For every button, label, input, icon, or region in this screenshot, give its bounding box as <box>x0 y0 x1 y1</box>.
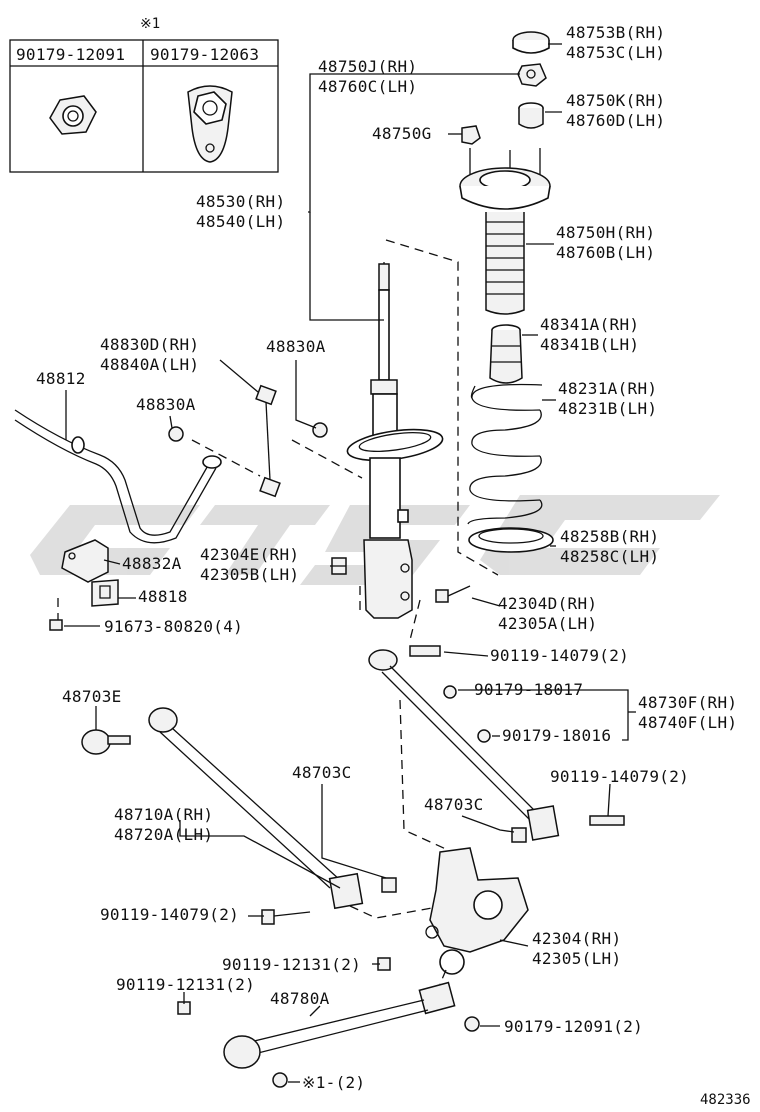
label-90179-18017: 90179-18017 <box>474 680 583 699</box>
lateral-arm-icon <box>368 645 560 841</box>
nut-icon <box>461 125 481 145</box>
assembly-dash-lines <box>191 239 499 985</box>
label-90179-18016: 90179-18016 <box>502 726 611 745</box>
bolt-icon <box>435 585 471 603</box>
label-ref1: ※1-(2) <box>302 1073 365 1092</box>
label-42304d-lh: 42305A(LH) <box>498 614 597 633</box>
label-48753-rh: 48753B(RH) <box>566 23 665 42</box>
label-90119-b: 90119-14079(2) <box>550 767 689 786</box>
label-91673: 91673-80820(4) <box>104 617 243 636</box>
stabilizer-bracket-icon <box>61 539 109 583</box>
label-48812: 48812 <box>36 369 86 388</box>
label-48530-lh: 48540(LH) <box>196 212 285 231</box>
label-48750k-lh: 48760D(LH) <box>566 111 665 130</box>
label-42304e-rh: 42304E(RH) <box>200 545 299 564</box>
coil-spring-icon <box>467 383 543 525</box>
legend-col1: 90179-12091 <box>16 45 125 64</box>
lower-arm-icon <box>177 957 480 1088</box>
label-48750h-lh: 48760B(LH) <box>556 243 655 262</box>
hex-nut-icon <box>49 95 97 135</box>
label-90119-12131-a: 90119-12131(2) <box>222 955 361 974</box>
label-90119-c: 90119-14079(2) <box>100 905 239 924</box>
label-90179-12091: 90179-12091(2) <box>504 1017 643 1036</box>
bump-stop-icon <box>489 324 523 384</box>
label-42304d-rh: 42304D(RH) <box>498 594 597 613</box>
label-48780a: 48780A <box>270 989 330 1008</box>
label-48530-rh: 48530(RH) <box>196 192 285 211</box>
label-48730f-rh: 48730F(RH) <box>638 693 737 712</box>
label-48750j-rh: 48750J(RH) <box>318 57 417 76</box>
stabilizer-link-icon <box>168 384 328 498</box>
label-48750g: 48750G <box>372 124 432 143</box>
label-48830a-left: 48830A <box>136 395 196 414</box>
stabilizer-bar-icon <box>14 409 222 544</box>
bolt-icon <box>49 592 63 631</box>
strut-mount-icon <box>459 148 551 315</box>
spring-seat-icon <box>468 527 554 553</box>
label-48818: 48818 <box>138 587 188 606</box>
label-48730f-lh: 48740F(LH) <box>638 713 737 732</box>
bushing-icon <box>81 729 131 755</box>
shock-absorber-icon <box>346 262 444 619</box>
stabilizer-bushing-icon <box>91 579 119 607</box>
label-48710a-rh: 48710A(RH) <box>114 805 213 824</box>
bolt-icon <box>261 815 625 925</box>
label-48703e: 48703E <box>62 687 122 706</box>
label-48703c-top: 48703C <box>292 763 352 782</box>
label-48830a-top: 48830A <box>266 337 326 356</box>
label-48832a: 48832A <box>122 554 182 573</box>
label-42304-lh: 42305(LH) <box>532 949 621 968</box>
figure-number: 482336 <box>700 1092 751 1108</box>
label-48830d-rh: 48830D(RH) <box>100 335 199 354</box>
label-48341-lh: 48341B(LH) <box>540 335 639 354</box>
steering-knuckle-icon <box>425 847 529 975</box>
label-48231-lh: 48231B(LH) <box>558 399 657 418</box>
label-42304-rh: 42304(RH) <box>532 929 621 948</box>
bushing-icon <box>518 102 544 129</box>
label-48231-rh: 48231A(RH) <box>558 379 657 398</box>
part-labels: 48753B(RH) 48753C(LH) 48750J(RH) 48760C(… <box>36 23 751 1108</box>
label-48753-lh: 48753C(LH) <box>566 43 665 62</box>
label-48258-lh: 48258C(LH) <box>560 547 659 566</box>
label-48341-rh: 48341A(RH) <box>540 315 639 334</box>
label-42304e-lh: 42305B(LH) <box>200 565 299 584</box>
label-48710a-lh: 48720A(LH) <box>114 825 213 844</box>
nut-icon <box>517 63 547 87</box>
legend-box: ※1 90179-12091 90179-12063 <box>9 16 279 173</box>
leader-lines <box>64 43 636 1083</box>
label-48750j-lh: 48760C(LH) <box>318 77 417 96</box>
label-48750k-rh: 48750K(RH) <box>566 91 665 110</box>
label-48750h-rh: 48750H(RH) <box>556 223 655 242</box>
label-90119-a: 90119-14079(2) <box>490 646 629 665</box>
label-48830d-lh: 48840A(LH) <box>100 355 199 374</box>
flange-nut-icon <box>187 85 233 163</box>
trailing-arm-icon <box>148 707 364 910</box>
legend-symbol: ※1 <box>140 16 160 32</box>
nut-icon <box>381 827 527 893</box>
label-48258-rh: 48258B(RH) <box>560 527 659 546</box>
legend-col2: 90179-12063 <box>150 45 259 64</box>
label-90119-12131-b: 90119-12131(2) <box>116 975 255 994</box>
label-48703c-mid: 48703C <box>424 795 484 814</box>
dust-cap-icon <box>512 31 550 54</box>
